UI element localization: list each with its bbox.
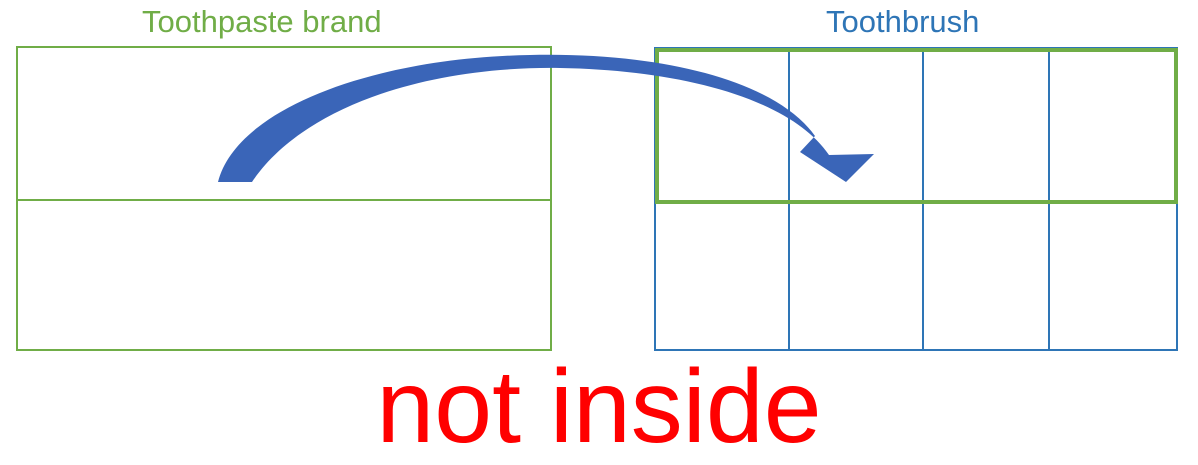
curved-arrow-shape xyxy=(218,54,874,182)
toothpaste-brand-label: Toothpaste brand xyxy=(142,4,382,39)
toothbrush-label: Toothbrush xyxy=(826,4,980,39)
toothbrush-grid-column-line xyxy=(1048,49,1050,349)
toothbrush-grid-column-line xyxy=(788,49,790,349)
not-inside-caption: not inside xyxy=(376,349,822,465)
toothpaste-brand-box-divider xyxy=(18,199,550,201)
toothbrush-highlighted-row xyxy=(655,48,1178,204)
toothpaste-brand-box xyxy=(16,46,552,351)
toothbrush-grid-column-line xyxy=(922,49,924,349)
